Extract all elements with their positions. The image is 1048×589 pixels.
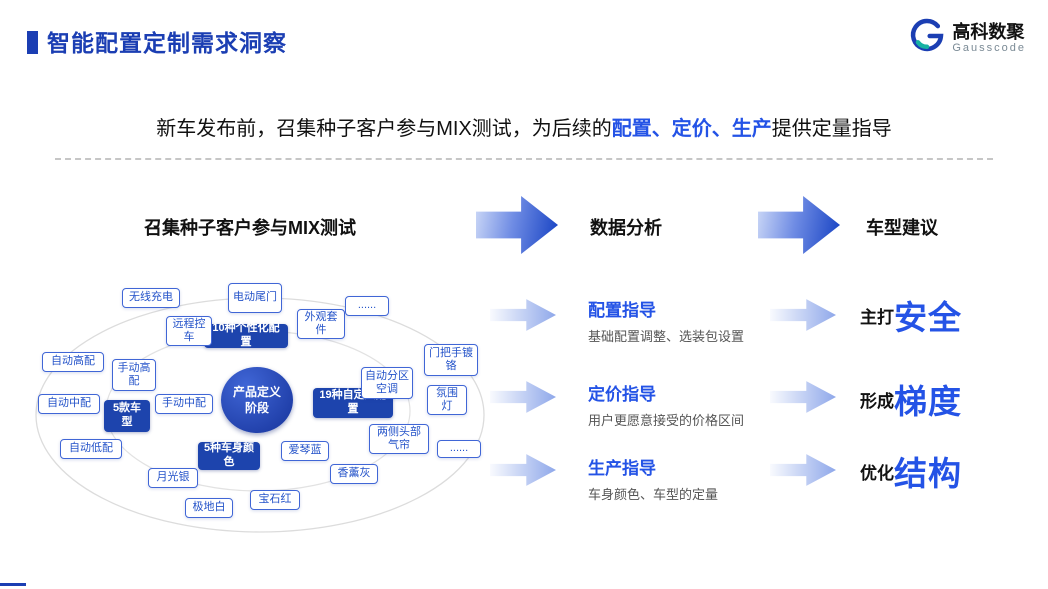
group-models: 5款车型: [104, 400, 150, 432]
page-title: 智能配置定制需求洞察: [47, 30, 287, 56]
subtitle-pre: 新车发布前，召集种子客户参与MIX测试，为后续的: [156, 118, 612, 140]
heading-data-analysis: 数据分析: [590, 218, 662, 238]
row3-right-arrow-icon: [770, 454, 836, 486]
subtitle-post: 提供定量指导: [771, 118, 892, 140]
node-wireless-charging: 无线充电: [122, 288, 180, 308]
company-logo: 高科数聚 Gausscode: [909, 18, 1026, 59]
node-ellipsis-2: ......: [437, 440, 481, 458]
node-electric-tailgate: 电动尾门: [228, 283, 282, 313]
guide-desc-config: 基础配置调整、选装包设置: [588, 329, 745, 344]
node-ellipsis-1: ......: [345, 296, 389, 316]
node-head-curtain-airbag: 两侧头部气帘: [369, 424, 429, 454]
row1-left-arrow-icon: [490, 299, 556, 331]
node-exterior-kit: 外观套件: [297, 309, 345, 339]
node-auto-high: 自动高配: [42, 352, 104, 372]
node-color-polar-white: 极地白: [185, 498, 233, 518]
group-personal-config: 10种个性化配置: [204, 322, 288, 348]
subtitle-highlight: 配置、定价、生产: [611, 118, 772, 140]
result-gradient: 形成梯度: [860, 376, 962, 422]
node-color-moonlight-silver: 月光银: [148, 468, 198, 488]
node-chrome-door-handle: 门把手镀铬: [424, 344, 478, 376]
logo-name: 高科数聚: [952, 21, 1025, 42]
node-color-aroma-gray: 香薰灰: [330, 464, 378, 484]
group-body-colors: 5种车身颜色: [198, 442, 260, 470]
result-word-1: 安全: [894, 299, 962, 336]
result-prefix-1: 主打: [860, 307, 894, 327]
result-word-3: 结构: [894, 455, 962, 492]
logo-subname: Gausscode: [952, 42, 1026, 55]
row2-right-arrow-icon: [770, 381, 836, 413]
result-prefix-3: 优化: [860, 463, 894, 483]
center-node-product-definition: 产品定义阶段: [221, 367, 293, 433]
guide-title-config: 配置指导: [588, 301, 656, 320]
node-manual-mid: 手动中配: [155, 394, 213, 414]
node-auto-mid: 自动中配: [38, 394, 100, 414]
node-remote-control: 远程控车: [166, 316, 212, 346]
guide-title-pricing: 定价指导: [588, 385, 656, 404]
big-arrow-2-icon: [758, 196, 840, 254]
node-ambient-light: 氛围灯: [427, 385, 467, 415]
result-prefix-2: 形成: [860, 391, 894, 411]
node-manual-high: 手动高配: [112, 359, 156, 391]
gausscode-logo-icon: [909, 18, 945, 59]
mix-test-cluster-diagram: 产品定义阶段 10种个性化配置 5款车型 19种自定义配置 5种车身颜色 无线充…: [28, 265, 498, 537]
guide-desc-pricing: 用户更愿意接受的价格区间: [588, 413, 745, 428]
title-accent-bar: [27, 31, 38, 54]
node-color-aegean-blue: 爱琴蓝: [281, 441, 329, 461]
result-word-2: 梯度: [894, 383, 962, 420]
row1-right-arrow-icon: [770, 299, 836, 331]
big-arrow-1-icon: [476, 196, 558, 254]
guide-desc-production: 车身颜色、车型的定量: [588, 487, 719, 502]
row3-left-arrow-icon: [490, 454, 556, 486]
footer-accent-mark: [0, 583, 26, 586]
node-zone-ac: 自动分区空调: [361, 367, 413, 399]
row2-left-arrow-icon: [490, 381, 556, 413]
guide-title-production: 生产指导: [588, 459, 656, 478]
heading-model-advice: 车型建议: [866, 218, 938, 238]
dashed-divider: [55, 158, 993, 160]
slide-subtitle: 新车发布前，召集种子客户参与MIX测试，为后续的配置、定价、生产提供定量指导: [0, 112, 1048, 141]
node-auto-low: 自动低配: [60, 439, 122, 459]
result-structure: 优化结构: [860, 448, 962, 494]
result-safety: 主打安全: [860, 292, 962, 338]
node-color-gem-red: 宝石红: [250, 490, 300, 510]
heading-mix-test: 召集种子客户参与MIX测试: [144, 218, 356, 238]
